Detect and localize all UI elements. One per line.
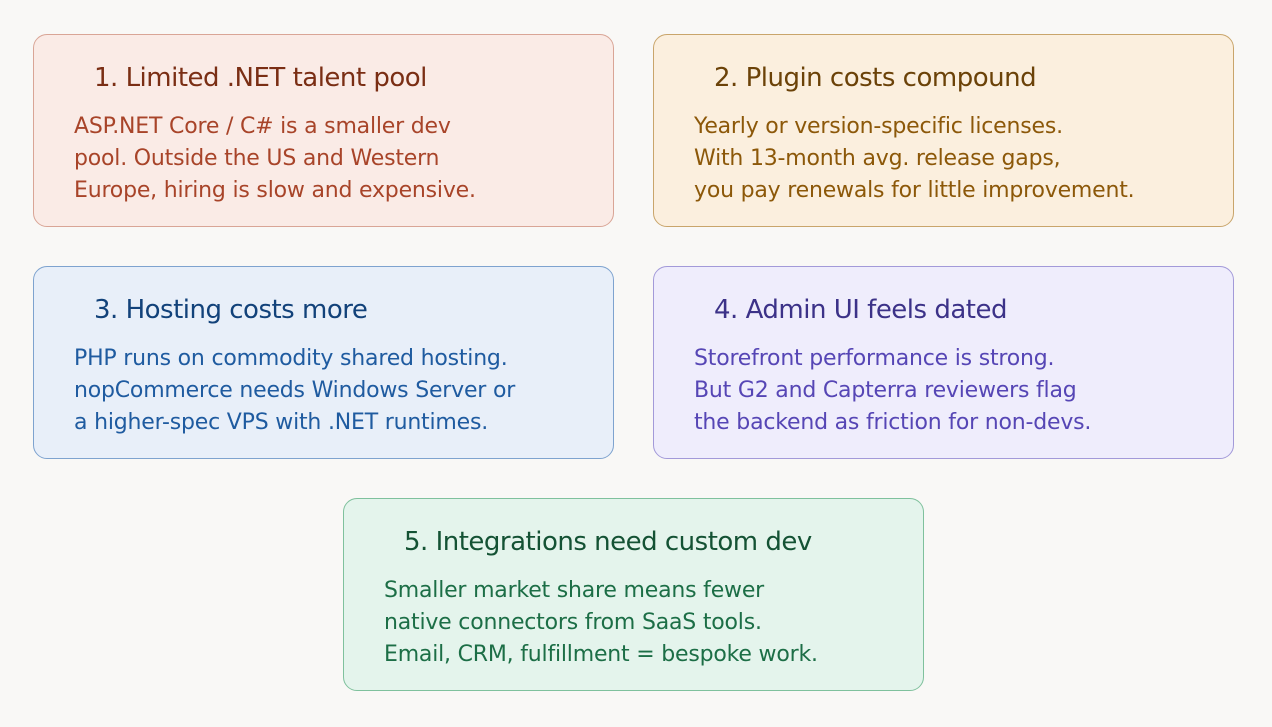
card-line: PHP runs on commodity shared hosting. (74, 346, 508, 371)
card-title: 2. Plugin costs compound (714, 63, 1037, 93)
card-title: 4. Admin UI feels dated (714, 295, 1007, 325)
card-line: Yearly or version-specific licenses. (694, 114, 1063, 139)
card-description: Storefront performance is strong. But G2… (694, 343, 1091, 439)
card-line: Storefront performance is strong. (694, 346, 1055, 371)
card-title: 5. Integrations need custom dev (404, 527, 812, 557)
card-description: PHP runs on commodity shared hosting. no… (74, 343, 515, 439)
card-hosting-costs-more: 3. Hosting costs more PHP runs on commod… (33, 266, 614, 459)
card-line: nopCommerce needs Windows Server or (74, 378, 516, 403)
card-line: native connectors from SaaS tools. (384, 610, 762, 635)
card-line: Europe, hiring is slow and expensive. (74, 178, 476, 203)
card-title: 3. Hosting costs more (94, 295, 368, 325)
card-description: Yearly or version-specific licenses. Wit… (694, 111, 1135, 207)
card-limited-net-talent-pool: 1. Limited .NET talent pool ASP.NET Core… (33, 34, 614, 227)
card-line: With 13-month avg. release gaps, (694, 146, 1061, 171)
card-admin-ui-feels-dated: 4. Admin UI feels dated Storefront perfo… (653, 266, 1234, 459)
card-line: Smaller market share means fewer (384, 578, 765, 603)
card-title: 1. Limited .NET talent pool (94, 63, 427, 93)
card-line: But G2 and Capterra reviewers flag (694, 378, 1077, 403)
card-description: Smaller market share means fewer native … (384, 575, 818, 671)
card-description: ASP.NET Core / C# is a smaller dev pool.… (74, 111, 476, 207)
card-line: pool. Outside the US and Western (74, 146, 440, 171)
card-line: ASP.NET Core / C# is a smaller dev (74, 114, 451, 139)
card-plugin-costs-compound: 2. Plugin costs compound Yearly or versi… (653, 34, 1234, 227)
card-line: the backend as friction for non-devs. (694, 410, 1092, 435)
card-line: a higher-spec VPS with .NET runtimes. (74, 410, 489, 435)
card-line: Email, CRM, fulfillment = bespoke work. (384, 642, 818, 667)
card-line: you pay renewals for little improvement. (694, 178, 1135, 203)
card-integrations-need-custom-dev: 5. Integrations need custom dev Smaller … (343, 498, 924, 691)
